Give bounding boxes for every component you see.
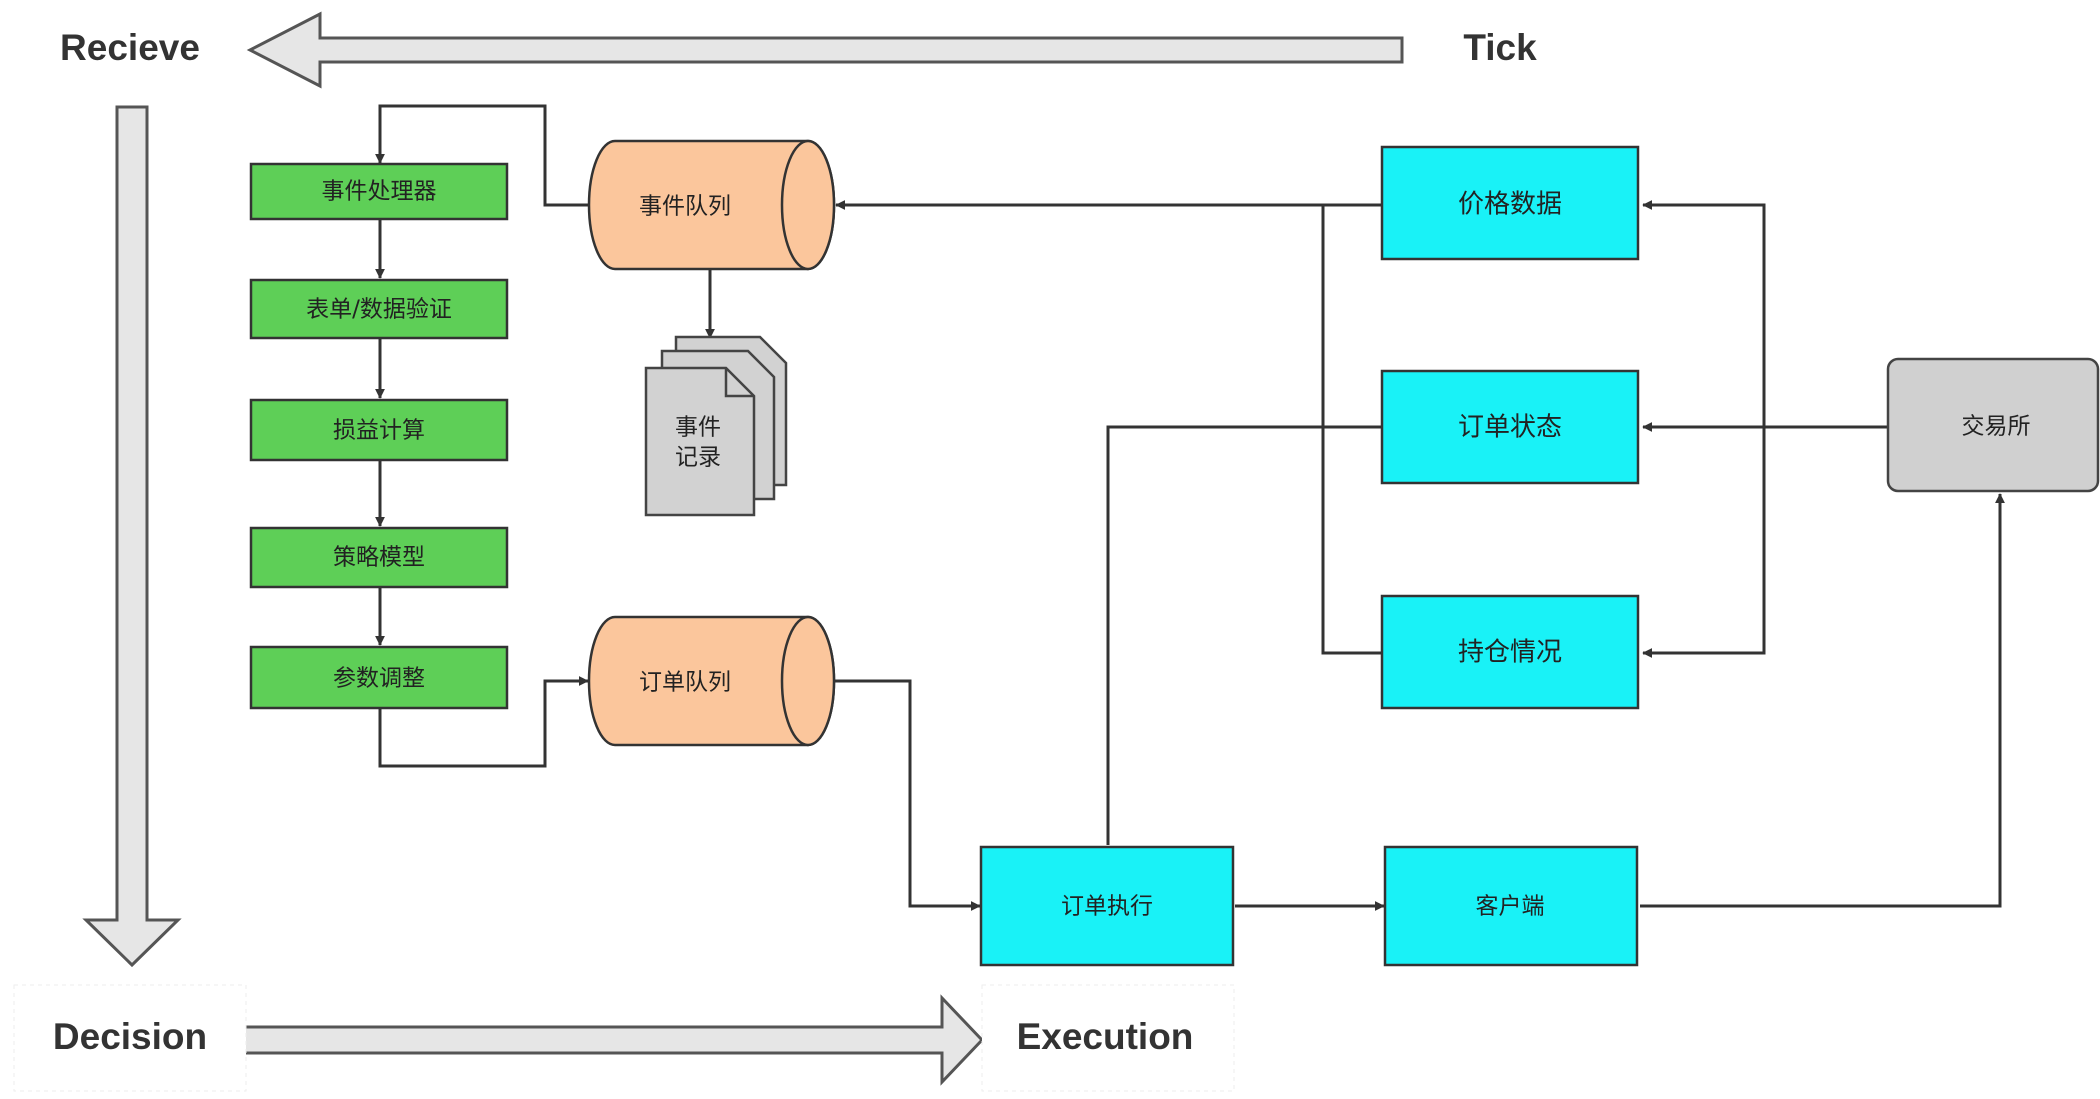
positions-label: 持仓情况 xyxy=(1458,638,1562,668)
price-data-box: 价格数据 xyxy=(1380,145,1640,261)
event-queue-to-handler-connector xyxy=(375,104,588,207)
order-status-to-execution-connector xyxy=(1106,425,1382,845)
client-to-exchange-connector xyxy=(1640,493,2005,908)
pipeline-label-pnl-calculation: 损益计算 xyxy=(333,418,425,444)
phase-decision-label: Decision xyxy=(53,1016,207,1057)
order-queue-label: 订单队列 xyxy=(639,670,731,696)
event-queue-label: 事件队列 xyxy=(639,194,731,220)
pipeline-label-parameter-tuning: 参数调整 xyxy=(333,666,425,692)
pipeline-box-pnl-calculation: 损益计算 xyxy=(249,398,509,462)
client-box: 客户端 xyxy=(1383,845,1639,967)
event-log-label-line1: 事件 xyxy=(675,415,721,441)
phase-tick-label: Tick xyxy=(1463,27,1537,68)
client-label: 客户端 xyxy=(1476,894,1545,920)
pipeline-box-parameter-tuning: 参数调整 xyxy=(249,645,509,710)
pipeline-label-form-validation: 表单/数据验证 xyxy=(306,297,452,323)
pipeline-box-event-handler: 事件处理器 xyxy=(249,162,509,221)
positions-box: 持仓情况 xyxy=(1380,594,1640,710)
tick-to-receive-arrow xyxy=(246,11,1404,89)
execution-label-frame xyxy=(981,984,1235,1092)
order-status-box: 订单状态 xyxy=(1380,369,1640,485)
phase-execution-label: Execution xyxy=(1017,1016,1194,1057)
exchange-label: 交易所 xyxy=(1962,414,2031,440)
pipeline-box-form-validation: 表单/数据验证 xyxy=(249,278,509,340)
pipeline-box-strategy-model: 策略模型 xyxy=(249,526,509,589)
params-to-order-queue-connector xyxy=(378,676,589,768)
event-log-document-stack: 事件 记录 xyxy=(644,335,788,517)
price-data-label: 价格数据 xyxy=(1458,190,1562,220)
exchange-box: 交易所 xyxy=(1886,357,2100,493)
order-status-label: 订单状态 xyxy=(1458,413,1562,443)
decision-to-execution-arrow xyxy=(234,994,985,1086)
phase-receive-label: Recieve xyxy=(60,27,200,68)
decision-label-frame xyxy=(13,984,247,1092)
pipeline-label-strategy-model: 策略模型 xyxy=(333,545,425,571)
exchange-to-positions-connector xyxy=(1642,427,1766,658)
order-execution-box: 订单执行 xyxy=(979,845,1235,967)
positions-to-event-queue-connector xyxy=(1321,205,1382,655)
exchange-to-price-connector xyxy=(1642,200,1766,427)
order-execution-label: 订单执行 xyxy=(1061,894,1153,920)
order-queue-to-execution-connector xyxy=(833,679,981,911)
receive-to-decision-arrow xyxy=(82,105,182,968)
event-queue-cylinder: 事件队列 xyxy=(587,139,836,271)
pipeline-label-event-handler: 事件处理器 xyxy=(322,179,437,205)
event-log-label-line2: 记录 xyxy=(675,445,721,471)
order-queue-cylinder: 订单队列 xyxy=(587,615,836,747)
